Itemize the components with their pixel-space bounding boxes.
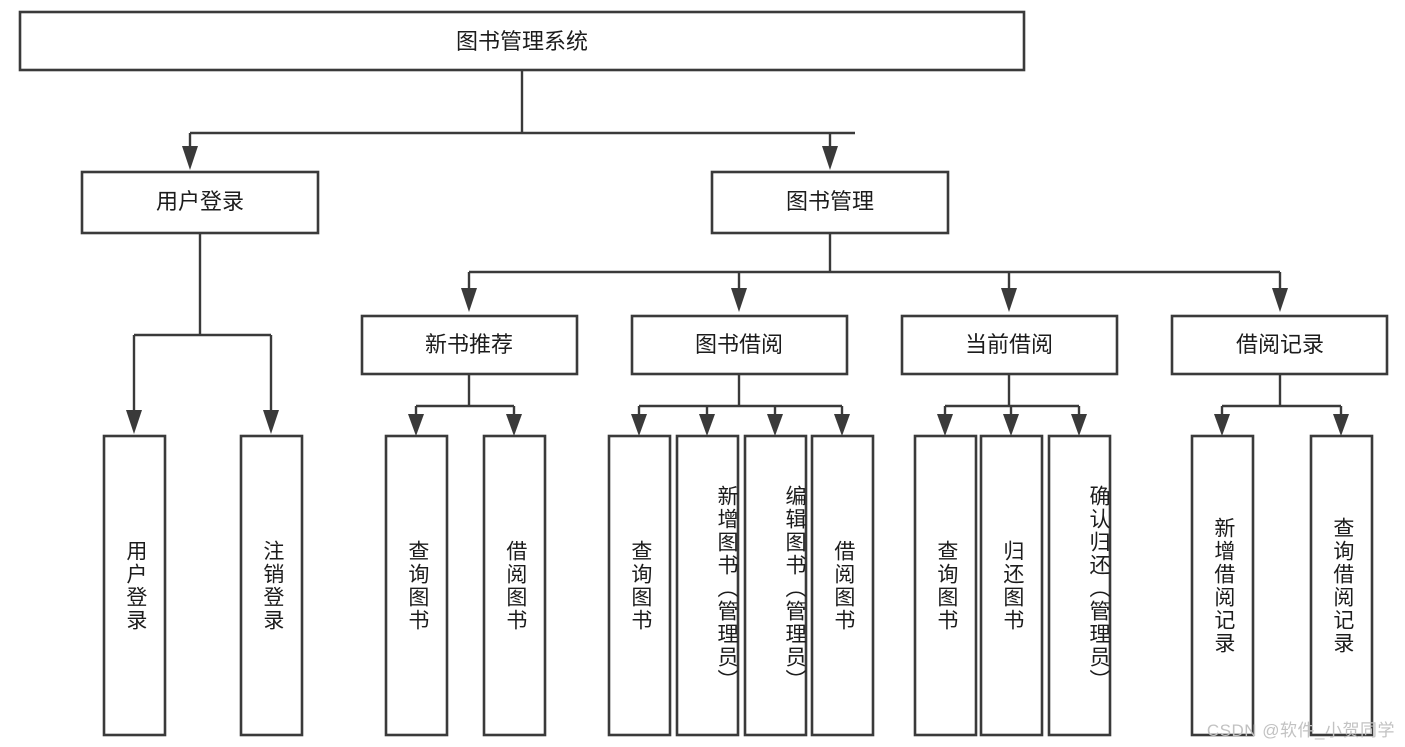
connector-bookmgmt-to-level2: [461, 233, 1288, 312]
leaf-boxes: [102, 434, 1374, 737]
leaf-box-borrow-book-1[interactable]: [482, 434, 547, 737]
leaf-box-return-book[interactable]: [979, 434, 1044, 737]
leaf-box-logout-login[interactable]: [239, 434, 304, 737]
node-book-management[interactable]: 图书管理: [710, 170, 950, 235]
node-user-login[interactable]: 用户登录: [80, 170, 320, 235]
node-label-new-book-recommend: 新书推荐: [425, 332, 513, 357]
leaf-box-query-record[interactable]: [1309, 434, 1374, 737]
connector-userlogin-to-leaves: [126, 233, 279, 434]
node-label-book-management: 图书管理: [786, 189, 874, 214]
leaf-box-query-book-3[interactable]: [913, 434, 978, 737]
leaf-box-borrow-book-2[interactable]: [810, 434, 875, 737]
leaf-box-user-login[interactable]: [102, 434, 167, 737]
leaf-box-add-record[interactable]: [1190, 434, 1255, 737]
leaf-box-edit-book[interactable]: [743, 434, 808, 737]
node-current-borrow[interactable]: 当前借阅: [900, 314, 1119, 376]
connector-bookborrow-to-leaves: [631, 374, 850, 436]
connector-borrowrecord-to-leaves: [1214, 374, 1349, 436]
leaf-box-add-book[interactable]: [675, 434, 740, 737]
node-book-borrow[interactable]: 图书借阅: [630, 314, 849, 376]
connector-root-to-level1: [182, 70, 855, 170]
leaf-box-query-book-1[interactable]: [384, 434, 449, 737]
node-book-management-system[interactable]: 图书管理系统: [18, 10, 1026, 72]
leaf-box-query-book-2[interactable]: [607, 434, 672, 737]
node-label-borrow-record: 借阅记录: [1236, 332, 1324, 357]
node-new-book-recommend[interactable]: 新书推荐: [360, 314, 579, 376]
connector-currentborrow-to-leaves: [937, 374, 1087, 436]
connector-newbook-to-leaves: [408, 374, 522, 436]
node-label-current-borrow: 当前借阅: [965, 332, 1053, 357]
leaf-box-confirm-return[interactable]: [1047, 434, 1112, 737]
node-label-book-borrow: 图书借阅: [695, 332, 783, 357]
node-label-root: 图书管理系统: [456, 29, 588, 54]
node-label-user-login: 用户登录: [156, 189, 244, 214]
watermark-text: CSDN @软件_小贺同学: [1206, 721, 1395, 740]
node-borrow-record[interactable]: 借阅记录: [1170, 314, 1389, 376]
